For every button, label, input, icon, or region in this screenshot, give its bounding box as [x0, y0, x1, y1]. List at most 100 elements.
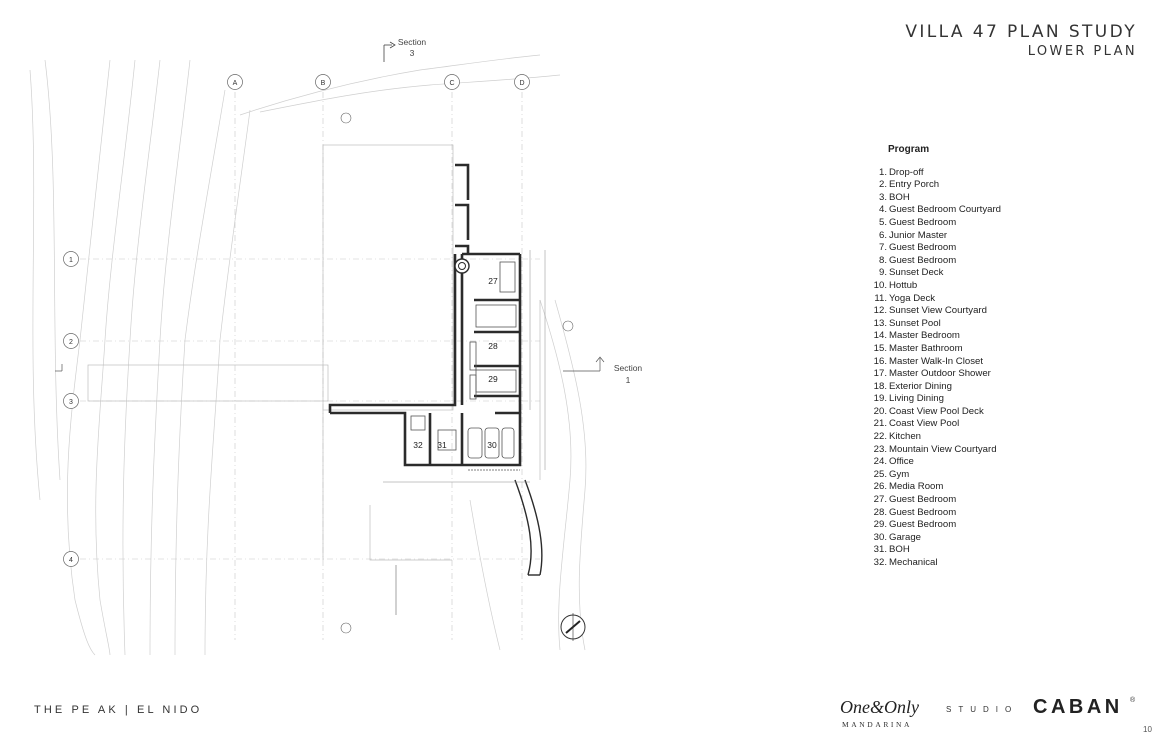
program-item-label: Gym: [889, 468, 910, 480]
program-item-label: BOH: [889, 544, 910, 556]
grid-column-d: D: [514, 74, 530, 90]
grid-row-2: 2: [63, 333, 79, 349]
program-item: 2.Entry Porch: [866, 179, 1001, 192]
program-item-number: 24.: [873, 456, 887, 468]
program-item-label: Guest Bedroom: [889, 506, 957, 518]
grid-row-1: 1: [63, 251, 79, 267]
program-item-number: 1.: [878, 166, 887, 178]
project-name: THE PE AK | EL NIDO: [34, 704, 203, 716]
grid-row-3: 3: [63, 393, 79, 409]
program-item-label: Mechanical: [889, 557, 938, 568]
page-title: VILLA 47 PLAN STUDY: [905, 22, 1137, 42]
room-32-label: 32: [413, 440, 423, 450]
program-item-number: 4.: [878, 204, 887, 216]
program-item-label: Mountain View Courtyard: [889, 443, 997, 455]
program-item: 8.Guest Bedroom: [866, 255, 1001, 268]
room-30-label: 30: [487, 440, 497, 450]
program-item-number: 23.: [873, 443, 887, 455]
grid-column-b-label: B: [321, 80, 326, 87]
program-item: 4.Guest Bedroom Courtyard: [866, 204, 1001, 217]
building-walls: [328, 163, 522, 467]
program-item-label: Junior Master: [889, 229, 948, 241]
program-item: 27.Guest Bedroom: [866, 494, 1001, 507]
program-item-number: 6.: [878, 229, 887, 241]
program-item-label: Guest Bedroom: [889, 519, 957, 531]
program-item-label: Guest Bedroom: [889, 216, 957, 228]
program-item-number: 12.: [873, 305, 887, 317]
grid-column-b: B: [315, 74, 331, 90]
dimension-lines: [383, 250, 546, 483]
grid-row-2-label: 2: [69, 339, 73, 346]
program-item-label: Sunset Deck: [889, 267, 944, 279]
program-item-label: Garage: [889, 531, 921, 543]
program-item-label: Entry Porch: [889, 179, 940, 191]
program-item-label: Exterior Dining: [889, 380, 952, 392]
section-north-label: Section: [398, 37, 427, 47]
north-arrow-icon: [560, 613, 586, 641]
grid-row-1-label: 1: [69, 257, 73, 264]
corner-feature: [454, 258, 470, 274]
program-item-label: Master Walk-In Closet: [889, 355, 984, 367]
program-item: 6.Junior Master: [866, 230, 1001, 243]
section-marker-north: Section 3: [383, 37, 427, 615]
section-north-number: 3: [410, 48, 415, 58]
site-outlines: [87, 144, 541, 561]
room-labels: 27 28 29 30 31 32: [413, 276, 498, 450]
program-item-number: 7.: [878, 242, 887, 254]
program-item: 28.Guest Bedroom: [866, 507, 1001, 520]
program-item-label: Drop-off: [889, 166, 924, 178]
program-item-label: Guest Bedroom: [889, 254, 957, 266]
program-item: 9.Sunset Deck: [866, 267, 1001, 280]
program-item-number: 2.: [878, 179, 887, 191]
program-item: 5.Guest Bedroom: [866, 217, 1001, 230]
grid-column-a-label: A: [233, 80, 238, 87]
curved-wall: [514, 479, 543, 576]
elevation-markers: [340, 112, 574, 634]
room-29-label: 29: [488, 374, 498, 384]
section-marker-east: Section 1: [55, 356, 642, 385]
program-item-number: 19.: [873, 393, 887, 405]
grid-column-d-label: D: [519, 80, 524, 87]
program-item-label: Media Room: [889, 481, 944, 493]
one-and-only-logo-sub: MANDARINA: [842, 720, 913, 729]
page-subtitle: LOWER PLAN: [1027, 44, 1137, 59]
program-item-label: Sunset Pool: [889, 317, 941, 329]
room-31-label: 31: [437, 440, 447, 450]
studio-caban-logo: CABAN: [1033, 696, 1123, 718]
program-item-number: 27.: [873, 494, 887, 506]
program-item-number: 18.: [873, 380, 887, 392]
program-item-number: 31.: [873, 544, 887, 556]
program-item-number: 8.: [878, 254, 887, 266]
grid-column-c-label: C: [449, 80, 454, 87]
program-item-label: Master Bathroom: [889, 342, 963, 354]
program-item-number: 11.: [874, 292, 887, 304]
program-item: 26.Media Room: [866, 481, 1001, 494]
program-item-number: 32.: [873, 557, 887, 568]
program-item: 32.Mechanical: [866, 557, 1001, 570]
program-item: 11.Yoga Deck: [866, 293, 1001, 306]
program-item-label: Coast View Pool: [889, 418, 960, 430]
registered-mark: ®: [1130, 697, 1136, 704]
grid-row-4: 4: [63, 551, 79, 567]
grid-column-a: A: [227, 74, 243, 90]
program-item-label: Guest Bedroom: [889, 494, 957, 506]
page-number: 10: [1143, 725, 1152, 734]
program-item: 12.Sunset View Courtyard: [866, 305, 1001, 318]
program-item-number: 21.: [873, 418, 887, 430]
program-item: 19.Living Dining: [866, 393, 1001, 406]
program-item-number: 28.: [873, 506, 887, 518]
program-item: 31.BOH: [866, 544, 1001, 557]
program-item-label: BOH: [889, 191, 910, 203]
grid-row-4-label: 4: [69, 557, 73, 564]
program-item-number: 20.: [873, 405, 887, 417]
grid-row-3-label: 3: [69, 399, 73, 406]
program-item-number: 25.: [873, 468, 887, 480]
program-item: 29.Guest Bedroom: [866, 519, 1001, 532]
program-item-number: 22.: [873, 431, 887, 443]
program-item: 15.Master Bathroom: [866, 343, 1001, 356]
program-item-number: 3.: [878, 191, 887, 203]
program-item: 14.Master Bedroom: [866, 330, 1001, 343]
